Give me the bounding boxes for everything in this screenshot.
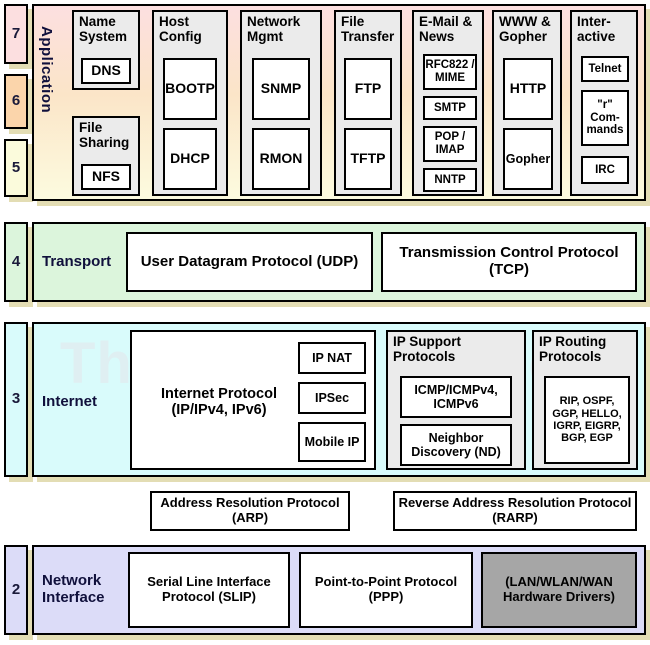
protocol-label: User Datagram Protocol (UDP) <box>140 252 359 270</box>
app-group-interactive: Inter-active Telnet "r" Com-mands IRC <box>570 10 638 196</box>
protocol-ppp[interactable]: Point-to-Point Protocol (PPP) <box>299 552 473 628</box>
protocol-gopher[interactable]: Gopher <box>503 128 553 190</box>
app-group-name-system: Name System DNS <box>72 10 140 90</box>
protocol-label: Serial Line Interface Protocol (SLIP) <box>147 574 271 604</box>
app-group-title: Network Mgmt <box>247 14 301 44</box>
app-group-title: Inter-active <box>577 14 616 44</box>
protocol-arp[interactable]: Address Resolution Protocol (ARP) <box>150 491 350 531</box>
osi-layer-number: 6 <box>11 92 21 110</box>
protocol-label: HTTP <box>509 80 547 97</box>
protocol-dhcp[interactable]: DHCP <box>163 128 217 190</box>
protocol-pop-imap[interactable]: POP / IMAP <box>423 126 477 162</box>
protocol-nfs[interactable]: NFS <box>81 164 131 190</box>
protocol-label: DNS <box>91 62 121 79</box>
protocol-routing-list[interactable]: RIP, OSPF, GGP, HELLO, IGRP, EIGRP, BGP,… <box>544 376 630 464</box>
protocol-label: ICMP/ICMPv4, ICMPv6 <box>414 383 498 411</box>
protocol-rarp[interactable]: Reverse Address Resolution Protocol (RAR… <box>393 491 637 531</box>
protocol-snmp[interactable]: SNMP <box>252 58 310 120</box>
app-group-www-gopher: WWW & Gopher HTTP Gopher <box>492 10 562 196</box>
app-group-title: Name System <box>79 14 128 44</box>
protocol-udp[interactable]: User Datagram Protocol (UDP) <box>126 232 373 292</box>
internet-group-title: IP Routing Protocols <box>539 334 607 364</box>
protocol-tftp[interactable]: TFTP <box>344 128 392 190</box>
osi-layer-chip-3: 3 <box>4 322 28 477</box>
protocol-label: Mobile IP <box>304 435 360 449</box>
protocol-irc[interactable]: IRC <box>581 156 629 184</box>
protocol-rmon[interactable]: RMON <box>252 128 310 190</box>
protocol-nntp[interactable]: NNTP <box>423 168 477 192</box>
protocol-r-commands[interactable]: "r" Com-mands <box>581 90 629 146</box>
protocol-ipsec[interactable]: IPSec <box>298 382 366 414</box>
protocol-tcp[interactable]: Transmission Control Protocol (TCP) <box>381 232 637 292</box>
protocol-label: Reverse Address Resolution Protocol (RAR… <box>398 495 632 525</box>
osi-layer-chip-5: 5 <box>4 139 28 197</box>
protocol-bootp[interactable]: BOOTP <box>163 58 217 120</box>
protocol-ftp[interactable]: FTP <box>344 58 392 120</box>
protocol-label: POP / IMAP <box>434 131 466 156</box>
app-group-title: Host Config <box>159 14 202 44</box>
protocol-hardware-drivers[interactable]: (LAN/WLAN/WAN Hardware Drivers) <box>481 552 637 628</box>
protocol-label: TFTP <box>350 150 386 167</box>
osi-layer-number: 3 <box>11 390 21 408</box>
protocol-label: Telnet <box>588 62 622 75</box>
osi-layer-number: 4 <box>11 252 21 270</box>
protocol-label: SMTP <box>434 101 466 114</box>
protocol-rfc822-mime[interactable]: RFC822 / MIME <box>423 54 477 90</box>
internet-group-title: IP Support Protocols <box>393 334 462 364</box>
protocol-label: RMON <box>259 150 303 167</box>
osi-layer-chip-7: 7 <box>4 4 28 64</box>
app-group-title: File Sharing <box>79 120 130 150</box>
protocol-label: IPSec <box>314 391 350 405</box>
protocol-label: Gopher <box>505 152 551 166</box>
protocol-telnet[interactable]: Telnet <box>581 56 629 82</box>
app-group-file-transfer: File Transfer FTP TFTP <box>334 10 402 196</box>
protocol-label: NFS <box>92 168 120 185</box>
protocol-mobile-ip[interactable]: Mobile IP <box>298 422 366 462</box>
osi-layer-chip-4: 4 <box>4 222 28 302</box>
protocol-label: SNMP <box>260 80 302 97</box>
protocol-slip[interactable]: Serial Line Interface Protocol (SLIP) <box>128 552 290 628</box>
protocol-ip-nat[interactable]: IP NAT <box>298 342 366 374</box>
protocol-label: Transmission Control Protocol (TCP) <box>399 244 619 278</box>
protocol-neighbor-discovery[interactable]: Neighbor Discovery (ND) <box>400 424 512 466</box>
app-group-file-sharing: File Sharing NFS <box>72 116 140 196</box>
protocol-smtp[interactable]: SMTP <box>423 96 477 120</box>
internet-group-ip-routing: IP Routing Protocols RIP, OSPF, GGP, HEL… <box>532 330 638 470</box>
app-group-network-mgmt: Network Mgmt SNMP RMON <box>240 10 322 196</box>
protocol-label: Point-to-Point Protocol (PPP) <box>314 574 458 604</box>
protocol-label: RIP, OSPF, GGP, HELLO, IGRP, EIGRP, BGP,… <box>552 395 622 445</box>
protocol-label: BOOTP <box>165 80 215 97</box>
app-group-host-config: Host Config BOOTP DHCP <box>152 10 228 196</box>
internet-protocol-box: Internet Protocol (IP/IPv4, IPv6) IP NAT… <box>130 330 376 470</box>
protocol-label: Address Resolution Protocol (ARP) <box>160 495 340 525</box>
app-group-title: File Transfer <box>341 14 395 44</box>
protocol-icmp[interactable]: ICMP/ICMPv4, ICMPv6 <box>400 376 512 418</box>
app-group-title: WWW & Gopher <box>499 14 551 44</box>
protocol-label: IRC <box>595 163 615 176</box>
protocol-label: DHCP <box>170 150 210 167</box>
osi-layer-chip-2: 2 <box>4 545 28 635</box>
app-group-title: E-Mail & News <box>419 14 473 44</box>
internet-layer-label: Internet <box>42 393 98 410</box>
osi-layer-number: 7 <box>11 24 21 42</box>
osi-layer-number: 2 <box>11 580 21 598</box>
protocol-ip-label: Internet Protocol (IP/IPv4, IPv6) <box>160 385 277 418</box>
protocol-label: RFC822 / MIME <box>425 59 475 84</box>
protocol-label: "r" Com-mands <box>586 98 624 137</box>
protocol-label: FTP <box>354 80 382 97</box>
protocol-label: Neighbor Discovery (ND) <box>411 431 501 459</box>
protocol-http[interactable]: HTTP <box>503 58 553 120</box>
network-interface-layer-label: Network Interface <box>42 572 105 607</box>
internet-group-ip-support: IP Support Protocols ICMP/ICMPv4, ICMPv6… <box>386 330 526 470</box>
application-layer-label: Application <box>38 26 55 114</box>
osi-layer-number: 5 <box>11 158 21 176</box>
transport-layer-label: Transport <box>42 253 112 270</box>
protocol-label: IP NAT <box>312 351 352 365</box>
osi-layer-chip-6: 6 <box>4 74 28 129</box>
app-group-email-news: E-Mail & News RFC822 / MIME SMTP POP / I… <box>412 10 484 196</box>
protocol-dns[interactable]: DNS <box>81 58 131 84</box>
protocol-label: NNTP <box>434 173 466 186</box>
protocol-label: (LAN/WLAN/WAN Hardware Drivers) <box>503 574 615 604</box>
